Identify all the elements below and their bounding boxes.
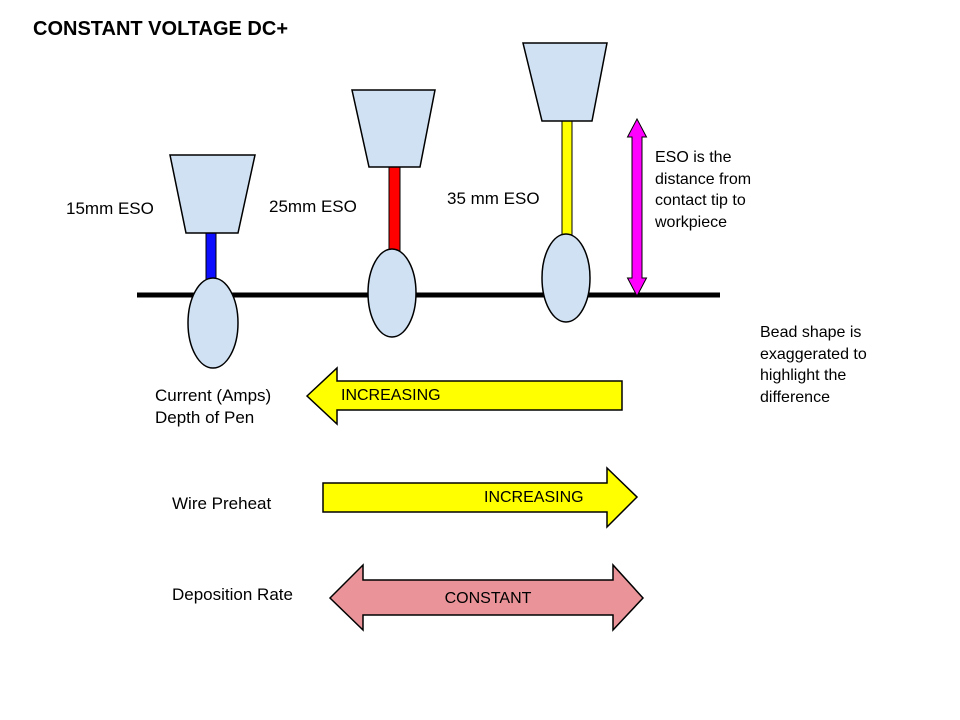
bead-35mm: [541, 233, 591, 323]
current-increasing-arrow: [305, 366, 623, 426]
bead-shape-note: Bead shape is exaggerated to highlight t…: [760, 324, 867, 406]
label-wire-preheat: Wire Preheat: [172, 494, 272, 513]
label-25mm-eso: 25mm ESO: [269, 197, 357, 216]
preheat-arrow-text: INCREASING: [484, 489, 584, 506]
bead-25mm: [367, 248, 417, 338]
current-arrow-text: INCREASING: [341, 387, 441, 404]
wire-15mm: [205, 229, 217, 286]
label-deposition-rate: Deposition Rate: [172, 585, 293, 604]
bead-15mm: [187, 277, 239, 369]
label-35mm-eso: 35 mm ESO: [447, 189, 540, 208]
eso-definition-note: ESO is the distance from contact tip to …: [655, 149, 752, 231]
preheat-increasing-arrow: [322, 466, 639, 529]
label-current-depth: Current (Amps) Depth of Pen: [155, 386, 272, 427]
contact-tip-35mm: [522, 42, 608, 122]
deposition-arrow-text: CONSTANT: [444, 590, 532, 607]
wire-35mm: [561, 117, 573, 241]
label-15mm-eso: 15mm ESO: [66, 199, 154, 218]
contact-tip-15mm: [169, 154, 256, 234]
eso-distance-arrow: [626, 117, 648, 298]
page-title: CONSTANT VOLTAGE DC+: [33, 18, 288, 40]
deposition-constant-arrow: [328, 563, 645, 632]
wire-25mm: [388, 163, 401, 257]
contact-tip-25mm: [351, 89, 436, 168]
